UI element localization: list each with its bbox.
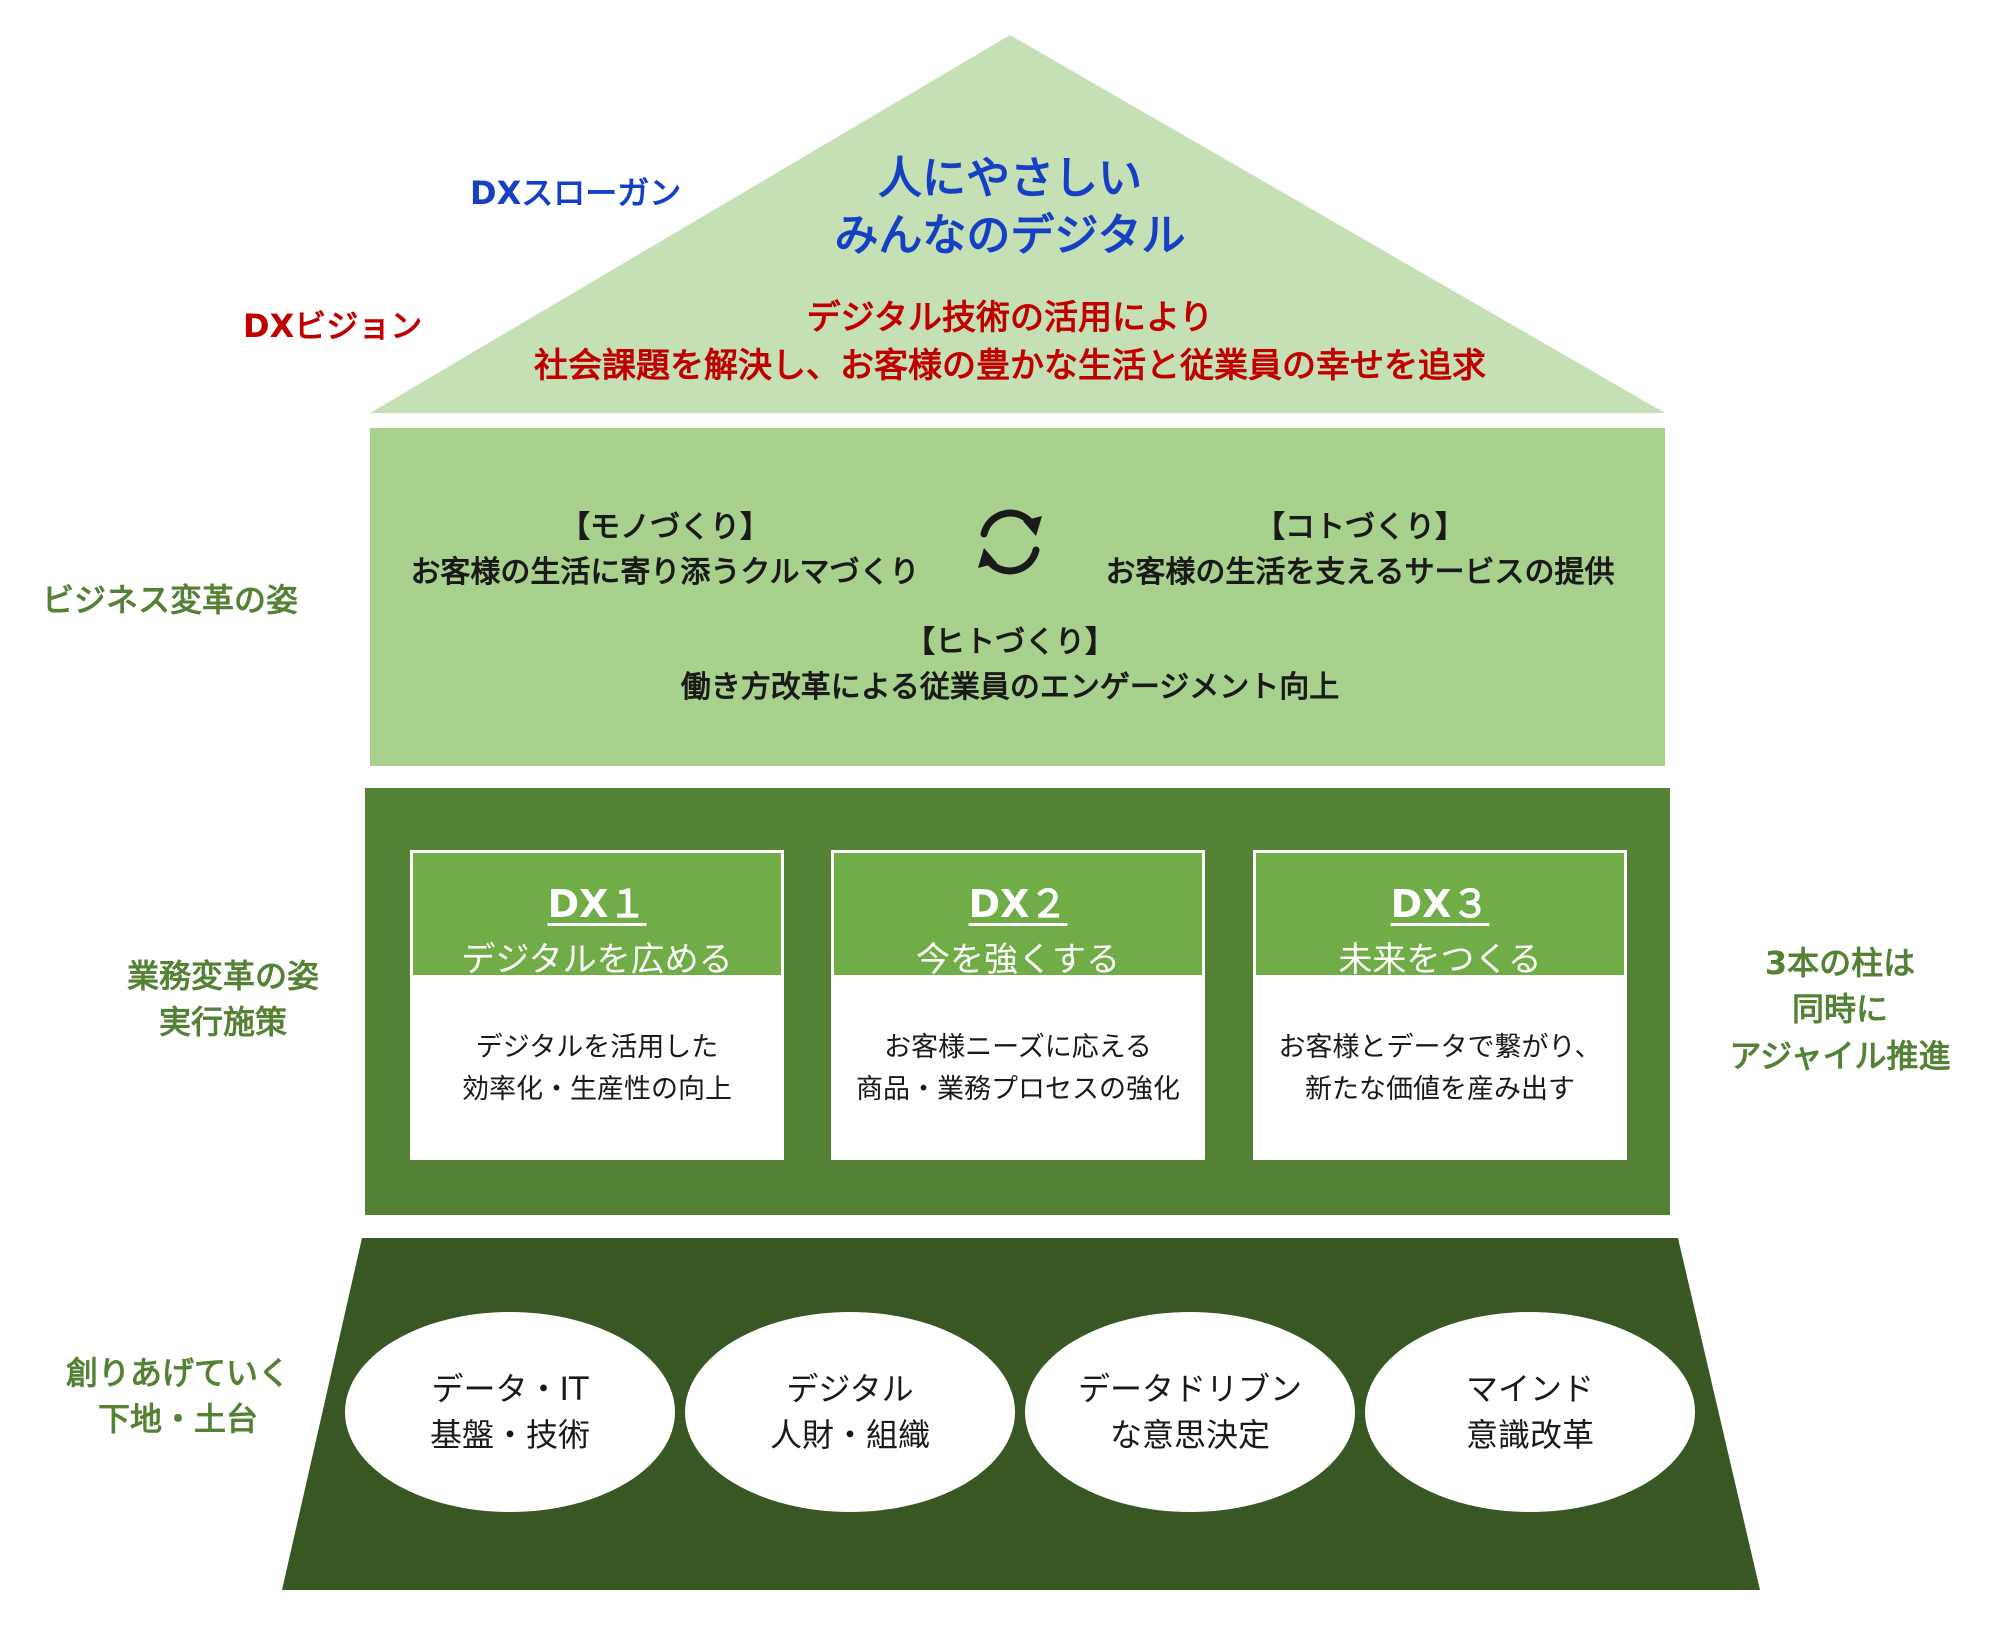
operations-transform-line1: 業務変革の姿 (126, 957, 319, 995)
oval-3-line1: データドリブン (1077, 1369, 1302, 1408)
dx-card-2-desc-line1: お客様ニーズに応える (884, 1032, 1152, 1064)
dx-vision-label: DXビジョン (243, 307, 423, 345)
dx-card-2-header: DX２ 今を強くする (831, 850, 1205, 980)
pillars-line3: アジャイル推進 (1729, 1036, 1951, 1075)
pillars-label: 3本の柱は 同時に アジャイル推進 (1690, 940, 1990, 1079)
operations-transform-line2: 実行施策 (158, 1003, 287, 1042)
dx-card-3-title: 未来をつくる (1338, 940, 1542, 980)
business-hito: 【ヒトづくり】 働き方改革による従業員のエンゲージメント向上 (560, 620, 1460, 710)
dx-card-1-desc-line1: デジタルを活用した (475, 1032, 719, 1064)
oval-4-line1: マインド (1465, 1369, 1594, 1408)
dx-card-2-title: 今を強くする (916, 940, 1120, 980)
hito-desc: 働き方改革による従業員のエンゲージメント向上 (680, 670, 1340, 705)
dx-card-3-num: DX３ (1390, 882, 1490, 926)
slogan-line1: 人にやさしい (878, 153, 1142, 204)
dx-card-1-desc-line2: 効率化・生産性の向上 (462, 1074, 732, 1105)
pillars-line2: 同時に (1791, 990, 1888, 1029)
dx-card-3-body: お客様とデータで繋がり、 新たな価値を産み出す (1253, 978, 1627, 1160)
slogan-line2: みんなのデジタル (834, 210, 1186, 262)
hito-title: 【ヒトづくり】 (905, 625, 1115, 660)
oval-1-line2: 基盤・技術 (429, 1416, 590, 1454)
foundation-label: 創りあげていく 下地・土台 (48, 1350, 308, 1443)
koto-desc: お客様の生活を支えるサービスの提供 (1105, 555, 1615, 590)
dx-card-1-header: DX１ デジタルを広める (410, 850, 784, 980)
dx-card-3-desc-line1: お客様とデータで繋がり、 (1278, 1032, 1602, 1064)
pillars-line1: 3本の柱は (1764, 944, 1916, 982)
oval-2-line1: デジタル (786, 1369, 914, 1408)
dx-slogan: 人にやさしい みんなのデジタル (800, 150, 1220, 264)
oval-2-line2: 人財・組織 (769, 1416, 930, 1454)
dx-card-2-body: お客様ニーズに応える 商品・業務プロセスの強化 (831, 978, 1205, 1160)
mono-desc: お客様の生活に寄り添うクルマづくり (410, 555, 920, 590)
foundation-line2: 下地・土台 (97, 1400, 258, 1439)
dx-card-3-header: DX３ 未来をつくる (1253, 850, 1627, 980)
vision-line1: デジタル技術の活用により (806, 298, 1214, 338)
vision-line2: 社会課題を解決し、お客様の豊かな生活と従業員の幸せを追求 (534, 345, 1486, 386)
business-mono: 【モノづくり】 お客様の生活に寄り添うクルマづくり (380, 505, 950, 595)
dx-card-1: DX１ デジタルを広める デジタルを活用した 効率化・生産性の向上 (410, 850, 784, 1160)
oval-3-line2: な意思決定 (1109, 1416, 1270, 1454)
mono-title: 【モノづくり】 (560, 510, 770, 545)
business-transform-label: ビジネス変革の姿 (42, 581, 299, 619)
dx-vision: デジタル技術の活用により 社会課題を解決し、お客様の豊かな生活と従業員の幸せを追… (380, 295, 1640, 390)
dx-card-3-desc-line2: 新たな価値を産み出す (1305, 1074, 1575, 1105)
business-koto: 【コトづくり】 お客様の生活を支えるサービスの提供 (1070, 505, 1650, 595)
operations-transform-label: 業務変革の姿 実行施策 (98, 953, 348, 1046)
dx-slogan-label: DXスローガン (470, 174, 682, 212)
oval-1-line1: データ・IT (431, 1369, 589, 1408)
dx-card-3: DX３ 未来をつくる お客様とデータで繋がり、 新たな価値を産み出す (1253, 850, 1627, 1160)
dx-card-1-body: デジタルを活用した 効率化・生産性の向上 (410, 978, 784, 1160)
koto-title: 【コトづくり】 (1255, 510, 1465, 545)
foundation-line1: 創りあげていく (65, 1354, 290, 1392)
foundation-oval-data-driven: データドリブン な意思決定 (1025, 1312, 1355, 1512)
oval-4-line2: 意識改革 (1465, 1416, 1594, 1454)
foundation-oval-mindset: マインド 意識改革 (1365, 1312, 1695, 1512)
business-band (370, 428, 1665, 766)
foundation-oval-digital-talent: デジタル 人財・組織 (685, 1312, 1015, 1512)
dx-card-2-desc-line2: 商品・業務プロセスの強化 (856, 1074, 1180, 1105)
dx-card-1-num: DX１ (547, 882, 647, 926)
foundation-oval-data-it: データ・IT 基盤・技術 (345, 1312, 675, 1512)
dx-card-2-num: DX２ (968, 882, 1068, 926)
dx-card-2: DX２ 今を強くする お客様ニーズに応える 商品・業務プロセスの強化 (831, 850, 1205, 1160)
roof-triangle (370, 35, 1665, 413)
dx-card-1-title: デジタルを広める (461, 940, 733, 980)
foundation-trapezoid (282, 1238, 1760, 1590)
cycle-arrows-icon (978, 509, 1042, 575)
